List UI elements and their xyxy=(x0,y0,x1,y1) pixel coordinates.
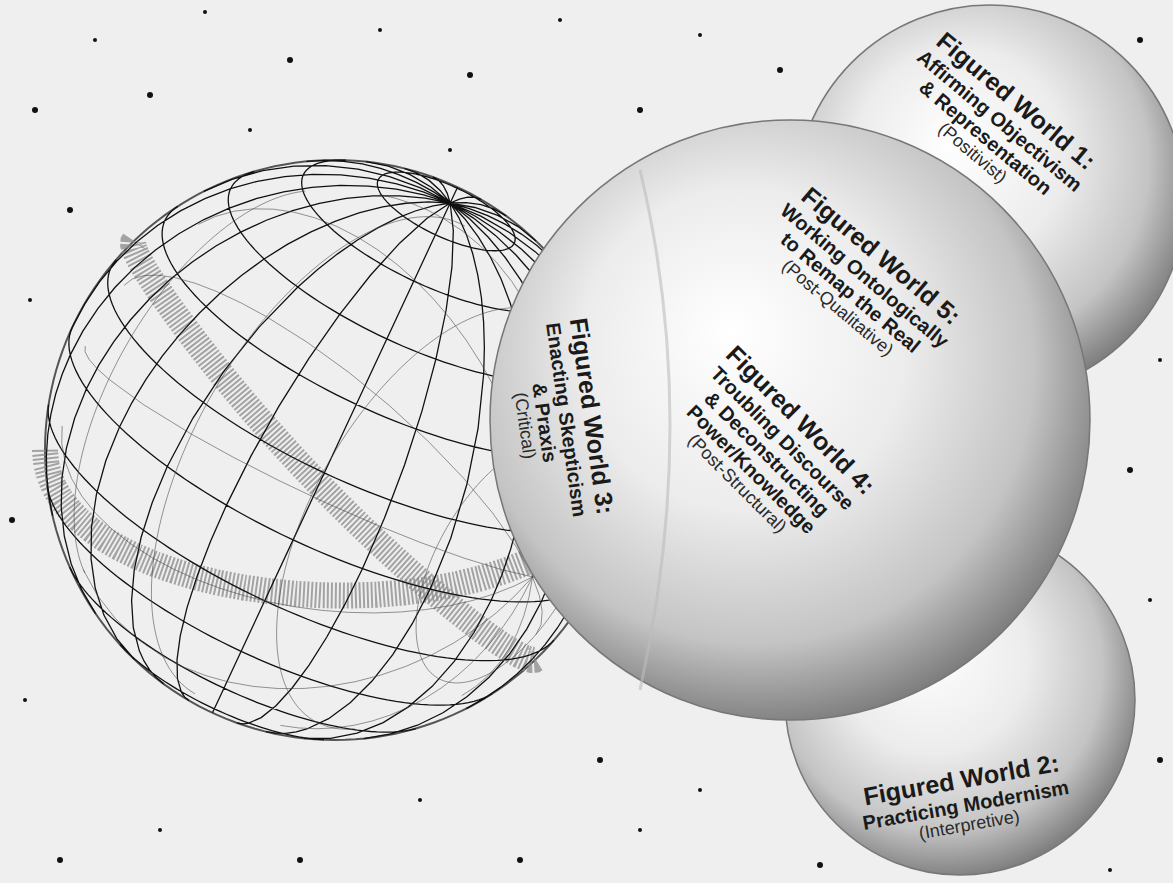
star-dot xyxy=(517,857,523,863)
star-dot xyxy=(67,207,73,213)
star-dot xyxy=(817,862,823,868)
star-dot xyxy=(638,828,642,832)
star-dot xyxy=(28,298,32,302)
star-dot xyxy=(637,107,643,113)
figured-world-region: Figured World 1:Affirming Objectivism & … xyxy=(879,18,1110,233)
sphere-seam xyxy=(640,170,670,690)
star-dot xyxy=(287,57,293,63)
star-dot xyxy=(9,517,15,523)
star-dot xyxy=(1137,37,1143,43)
star-dot xyxy=(698,788,702,792)
star-dot xyxy=(1158,358,1162,362)
star-dot xyxy=(467,72,473,78)
star-dot xyxy=(1148,598,1152,602)
globe-outline xyxy=(45,160,625,740)
star-dot xyxy=(597,757,603,763)
star-dot xyxy=(1157,757,1163,763)
globe-grid xyxy=(46,160,623,740)
star-dot xyxy=(1127,467,1133,473)
star-dot xyxy=(57,857,63,863)
star-dot xyxy=(777,67,783,73)
figured-world-region: Figured World 3:Enacting Skepticism & Pr… xyxy=(500,310,620,531)
star-dot xyxy=(93,38,97,42)
star-dot xyxy=(158,828,162,832)
sphere-cluster xyxy=(490,5,1173,875)
star-dot xyxy=(418,798,422,802)
star-dot xyxy=(147,92,153,98)
figured-world-region: Figured World 2:Practicing Modernism(Int… xyxy=(831,743,1099,856)
star-dot xyxy=(203,10,207,14)
wireframe-globe xyxy=(45,160,625,740)
star-dot xyxy=(1108,868,1112,872)
star-dot xyxy=(32,107,38,113)
star-dot xyxy=(248,128,252,132)
figured-world-region: Figured World 4:Troubling Discourse & De… xyxy=(655,335,885,565)
star-dot xyxy=(23,698,27,702)
sphere-center xyxy=(490,120,1090,720)
star-dot xyxy=(698,33,702,37)
figured-world-region: Figured World 5:Working Ontologically to… xyxy=(744,173,975,388)
star-dot xyxy=(378,28,382,32)
star-dot xyxy=(558,18,562,22)
star-dot xyxy=(448,148,452,152)
star-dot xyxy=(297,857,303,863)
